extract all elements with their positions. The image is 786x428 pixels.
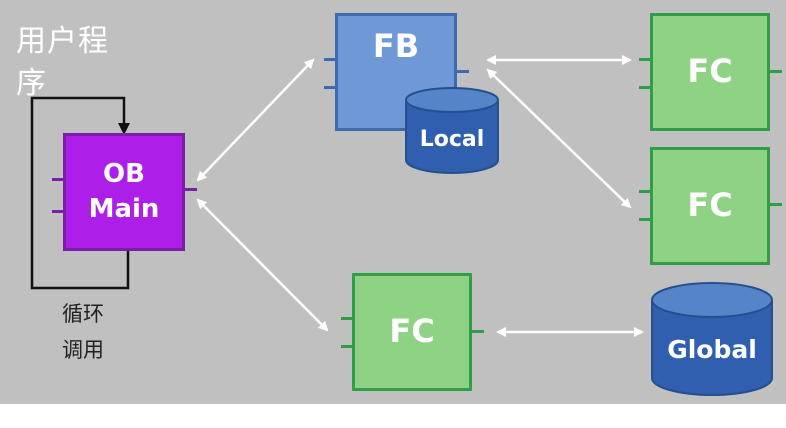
ob-main-label: OB Main [89,157,160,227]
fc-top-label: FC [687,52,733,91]
connections-layer [30,55,644,337]
ob-input-pin [52,178,64,181]
fc-bottom-input-pin [341,345,353,348]
fc-bottom-block[interactable]: FC [352,273,472,391]
fc-top-block[interactable]: FC [650,13,770,131]
fb-input-pin [324,58,336,61]
ob-input-pin [52,210,64,213]
fc-middle-input-pin [639,190,651,193]
loop-label-line-1: 循环 [62,302,104,326]
title-line-1: 用户程 [16,24,109,59]
diagram-canvas: 用户程 序 OB Main FB Local FC FC FC [0,0,786,404]
fc-top-input-pin [639,86,651,89]
loop-call-arrow [30,96,130,290]
title-line-2: 序 [16,66,47,101]
arrow-fb-fc-middle [486,68,632,209]
fb-label: FB [372,27,420,66]
global-db-cylinder [651,282,773,396]
ob-label-line2: Main [88,194,160,224]
fb-input-pin [324,86,336,89]
fc-bottom-output-pin [472,330,484,333]
global-db-label: Global [667,335,757,364]
fc-middle-label: FC [687,186,733,225]
fc-middle-output-pin [770,203,782,206]
fb-output-pin [457,70,469,73]
fc-middle-input-pin [639,218,651,221]
fc-bottom-label: FC [389,312,435,351]
ob-label-line1: OB [103,158,145,189]
arrow-ob-fb [196,58,315,182]
ob-output-pin [185,188,197,191]
fc-bottom-input-pin [341,317,353,320]
arrow-ob-fc-bottom [196,198,329,332]
fc-middle-block[interactable]: FC [650,147,770,265]
loop-label-line-2: 调用 [62,338,104,362]
fc-top-input-pin [639,58,651,61]
ob-main-block[interactable]: OB Main [63,133,185,251]
local-db-label: Local [419,127,485,152]
local-db-cylinder [405,87,499,174]
fc-top-output-pin [770,70,782,73]
